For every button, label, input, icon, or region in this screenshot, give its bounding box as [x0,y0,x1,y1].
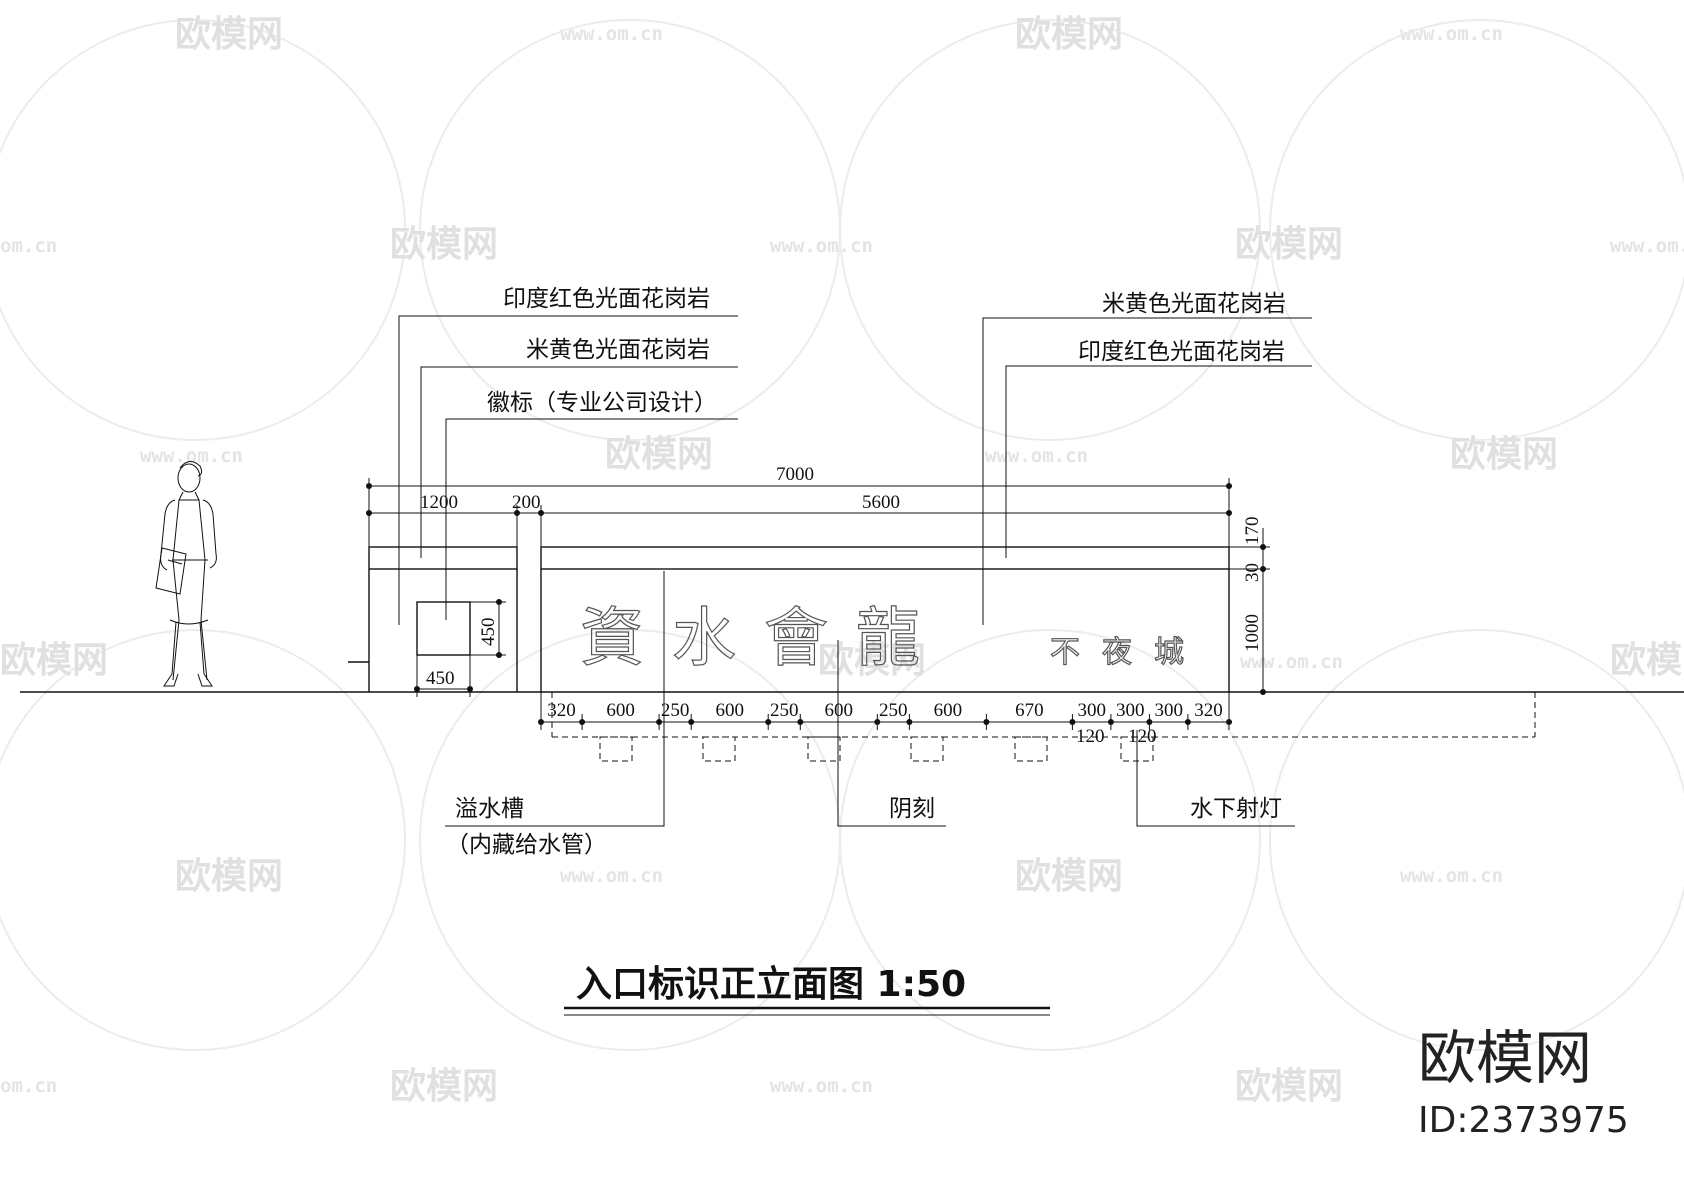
dimension-label: 600 [715,700,744,721]
watermark-url: www.om.cn [770,1075,873,1097]
dimension-label: 300 [1154,700,1183,721]
dimension-label: 300 [1077,700,1106,721]
callout-right-red-granite: 印度红色光面花岗岩 [1078,339,1285,365]
watermark-url: www.om.cn [560,865,663,887]
watermark-url: www.om.cn [1610,235,1684,257]
watermark-logo: 欧模网 [1015,14,1123,55]
left-block [348,546,518,692]
dimension-label: 320 [1194,700,1223,721]
callout-intaglio: 阴刻 [889,796,935,822]
watermark-arcs [0,19,1684,1051]
left-leaders [398,315,738,625]
dimension-label: 250 [770,700,799,721]
right-block [540,546,1230,692]
watermark-logo: 欧模网 [0,640,108,681]
drawing-title: 入口标识正立面图 1:50 [576,964,966,1005]
watermark-url: www.om.cn [1240,651,1343,673]
watermark-url: www.om.cn [1400,865,1503,887]
dimension-label: 250 [879,700,908,721]
dim-wall-height: 1000 [1242,614,1263,652]
brand-logo: 欧模网 [1418,1024,1592,1092]
callout-overflow-pipe: （内藏给水管） [446,832,607,858]
dim-gap: 200 [512,492,541,513]
watermarks: 欧模网 欧模网 欧模网 欧模网 欧模网 欧模网 欧模网 欧模网 欧模网 欧模网 … [0,14,1684,1107]
callout-right-beige-granite: 米黄色光面花岗岩 [1102,291,1286,317]
bottom-dimension-ticks [538,714,1232,730]
watermark-logo: 欧模网 [818,640,926,681]
watermark-logo: 欧模网 [175,14,283,55]
watermark-url: www.om.cn [560,23,663,45]
dim-logo-width: 450 [426,668,455,689]
dimension-label: 600 [606,700,635,721]
callout-underwater-light: 水下射灯 [1190,796,1282,822]
watermark-url: om.cn [0,235,57,257]
human-figure [155,461,217,687]
watermark-logo: 欧模网 [605,434,713,475]
dimension-label: 250 [661,700,690,721]
dim-right-block: 5600 [862,492,900,513]
top-dimensions [366,478,1232,547]
watermark-url: www.om.cn [1400,23,1503,45]
logo-panel [416,601,471,656]
sign-sub-text: 不夜城 [1050,635,1206,670]
dimension-label: 600 [934,700,963,721]
dim-cap-height: 170 [1242,517,1263,546]
brand-id: ID:2373975 [1418,1100,1629,1141]
dim-logo-height: 450 [478,618,499,647]
callout-left-logo: 徽标（专业公司设计） [487,390,717,416]
bottom-dimension-labels: 320 600 250 600 250 600 250 600 670 300 300 300 320 [547,700,1223,721]
watermark-url: www.om.cn [140,445,243,467]
dimension-label: 670 [1015,700,1044,721]
watermark-url: om.cn [0,1075,57,1097]
right-leaders [982,317,1312,625]
overflow-trough [551,692,1536,762]
dim-light-offset: 120 [1128,726,1157,747]
sign-main-text: 資水會龍 [580,602,948,676]
watermark-logo: 欧模网 [390,1066,498,1107]
logo-dimensions [414,599,506,697]
watermark-logo: 欧模网 [1450,434,1558,475]
watermark-logo: 欧模网 [1235,224,1343,265]
right-dimensions [1229,528,1270,695]
dim-total-width: 7000 [776,464,814,485]
watermark-logo: 欧模网 [390,224,498,265]
watermark-logo: 欧模网 [175,856,283,897]
callout-overflow-trough: 溢水槽 [455,796,524,822]
dimension-label: 320 [547,700,576,721]
callout-left-beige-granite: 米黄色光面花岗岩 [526,337,710,363]
callout-left-red-granite: 印度红色光面花岗岩 [503,286,710,312]
watermark-logo: 欧模网 [1610,640,1684,681]
dim-light-offset: 120 [1076,726,1105,747]
dim-cap-gap: 30 [1242,563,1263,582]
dimension-label: 300 [1116,700,1145,721]
dim-left-block: 1200 [420,492,458,513]
watermark-url: www.om.cn [770,235,873,257]
watermark-url: www.om.cn [985,445,1088,467]
watermark-logo: 欧模网 [1015,856,1123,897]
bottom-leaders [445,571,1295,827]
dimension-label: 600 [825,700,854,721]
watermark-logo: 欧模网 [1235,1066,1343,1107]
